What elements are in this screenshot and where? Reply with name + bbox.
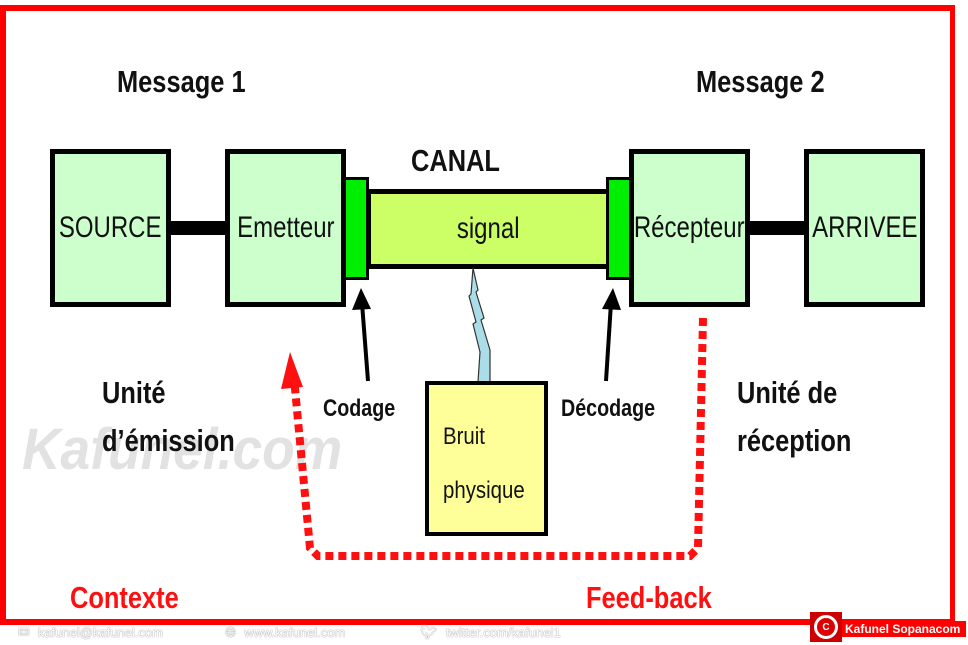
noise-lightning-icon <box>468 267 491 383</box>
bruit-physique-box: Bruit physique <box>425 381 548 536</box>
unite-emission-line2: d’émission <box>102 423 235 458</box>
footer-email-text: kafunel@kafunel.com <box>37 625 163 640</box>
signal-channel: signal <box>366 189 611 269</box>
arrivee-box: ARRIVEE <box>804 149 925 307</box>
footer-email[interactable]: ✉ kafunel@kafunel.com <box>18 624 163 641</box>
footer-twitter-text: twitter.com/kafunel1 <box>445 625 561 640</box>
arrivee-label: ARRIVEE <box>811 211 918 244</box>
brand-badge: C Kafunel Sopanacom <box>810 612 967 642</box>
watermark: Kafunel.com <box>22 417 343 482</box>
unite-reception-line1: Unité de <box>737 375 838 410</box>
footer: ✉ kafunel@kafunel.com 🌐︎ www.kafunel.com… <box>0 624 968 645</box>
brand-logo-icon: C <box>810 612 842 642</box>
decodage-arrow <box>602 288 621 382</box>
feedback-label: Feed-back <box>586 580 712 615</box>
recepteur-arrivee-connector <box>748 221 806 235</box>
recepteur-label: Récepteur <box>634 211 745 244</box>
source-box: SOURCE <box>50 149 171 307</box>
emetteur-label: Emetteur <box>236 211 335 244</box>
unite-emission-line1: Unité <box>102 375 166 410</box>
footer-website-text: www.kafunel.com <box>244 625 346 640</box>
footer-website[interactable]: 🌐︎ www.kafunel.com <box>225 624 345 641</box>
feedback-arrowhead <box>281 352 303 389</box>
diagram-frame <box>0 5 955 625</box>
recepteur-box: Récepteur <box>629 149 750 307</box>
unite-reception-line2: réception <box>737 423 852 458</box>
codage-arrow <box>352 288 371 382</box>
bruit-label-line1: Bruit <box>443 423 485 450</box>
emetteur-box: Emetteur <box>225 149 346 307</box>
contexte-label: Contexte <box>70 580 179 615</box>
signal-label: signal <box>457 212 520 245</box>
source-emetteur-connector <box>168 221 226 235</box>
canal-label: CANAL <box>411 143 500 178</box>
footer-twitter[interactable]: 🐦︎ twitter.com/kafunel1 <box>420 624 561 641</box>
codage-label: Codage <box>323 395 396 422</box>
message-1-label: Message 1 <box>117 64 246 99</box>
decodage-label: Décodage <box>561 395 656 422</box>
twitter-bird-icon: 🐦︎ <box>420 624 438 640</box>
source-label: SOURCE <box>59 211 162 244</box>
brand-name: Kafunel Sopanacom <box>842 620 967 637</box>
message-2-label: Message 2 <box>696 64 825 99</box>
envelope-icon: ✉ <box>18 624 30 640</box>
globe-icon: 🌐︎ <box>225 624 237 640</box>
bruit-label-line2: physique <box>443 477 525 504</box>
feedback-path <box>281 317 707 560</box>
